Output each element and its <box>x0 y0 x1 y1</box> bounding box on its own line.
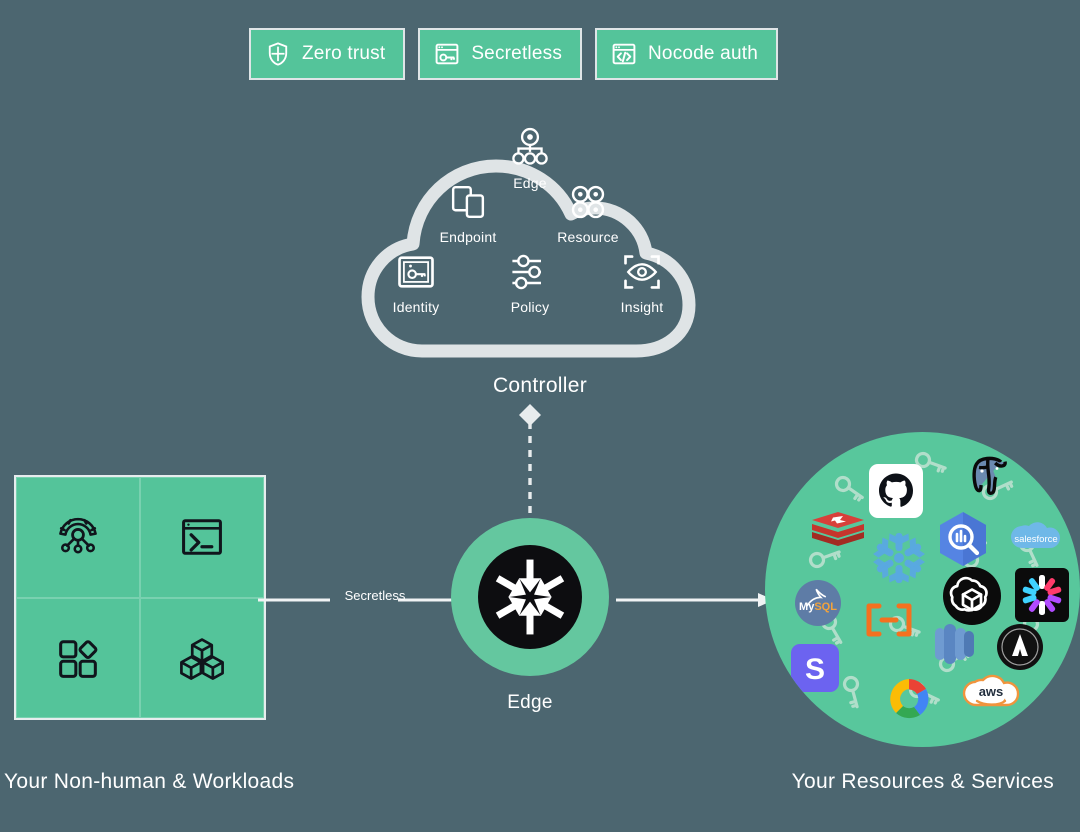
resources-caption: Your Resources & Services <box>791 770 1054 793</box>
controller-item-insight[interactable]: Insight <box>594 250 690 315</box>
hub-node-icon <box>512 127 548 165</box>
svg-text:salesforce: salesforce <box>1014 534 1057 545</box>
resource-logo-confluent[interactable] <box>863 602 915 638</box>
openai-logo <box>943 567 1001 625</box>
workloads-box <box>14 475 266 720</box>
controller-item-label: Edge <box>513 175 547 191</box>
aws-logo: aws <box>962 674 1020 707</box>
resource-logo-aws[interactable]: aws <box>957 674 1025 720</box>
workload-cell-terminal[interactable] <box>140 477 264 598</box>
sliders-icon <box>512 254 541 290</box>
terminal-icon <box>182 519 222 556</box>
badge-label: Zero trust <box>302 43 386 64</box>
cubes-icon <box>180 637 224 680</box>
anthropic-burst-logo <box>1015 568 1069 622</box>
feature-badges: Zero trust Secretless Nocode auth <box>249 28 778 80</box>
workload-cell-cubes[interactable] <box>140 597 264 718</box>
controller-item-identity[interactable]: Identity <box>368 250 464 315</box>
resource-logo-bigquery[interactable] <box>935 510 991 568</box>
resource-logo-anthropic-burst[interactable] <box>1015 568 1069 622</box>
devices-icon <box>451 185 485 219</box>
cloud-outline-icon <box>361 159 696 358</box>
workloads-caption: Your Non-human & Workloads <box>4 770 295 793</box>
four-rings-icon <box>571 185 605 219</box>
controller-item-label: Policy <box>510 299 550 315</box>
id-card-key-icon <box>398 256 434 288</box>
github-logo <box>869 464 923 518</box>
controller-item-label: Insight <box>620 299 664 315</box>
svg-text:aws: aws <box>979 684 1004 699</box>
resource-logo-salesforce[interactable]: salesforce <box>1005 518 1067 562</box>
database-cylinder-logo <box>935 624 974 664</box>
mysql-logo: MySQL <box>795 580 841 626</box>
code-window-icon <box>612 43 636 65</box>
resource-logo-github[interactable] <box>869 464 923 518</box>
airflow-logo <box>997 624 1043 670</box>
resource-logo-redis[interactable] <box>809 510 867 558</box>
badge-label: Nocode auth <box>648 43 758 64</box>
resource-logo-database-cylinder[interactable] <box>931 622 979 666</box>
controller-item-edge[interactable]: Edge <box>482 126 578 191</box>
redis-logo <box>812 512 864 546</box>
google-cloud-logo <box>890 679 929 719</box>
stripe-logo: S <box>791 644 839 692</box>
resource-logo-snowflake[interactable] <box>873 532 925 584</box>
aembit-arrows-icon <box>495 559 565 635</box>
controller-item-resource[interactable]: Resource <box>540 180 636 245</box>
bigquery-logo <box>940 512 986 566</box>
controller-item-label: Identity <box>392 299 440 315</box>
badge-zero-trust[interactable]: Zero trust <box>249 28 406 80</box>
apps-blocks-icon <box>59 639 98 678</box>
workload-cell-automation[interactable] <box>16 477 140 598</box>
resource-logo-stripe[interactable]: S <box>791 644 839 692</box>
edge-to-resources-arrow <box>616 593 774 607</box>
controller-item-endpoint[interactable]: Endpoint <box>420 180 516 245</box>
edge-node-core <box>478 545 582 649</box>
svg-text:MySQL: MySQL <box>799 601 837 613</box>
resources-circle: salesforce <box>765 432 1080 747</box>
controller-item-policy[interactable]: Policy <box>482 250 578 315</box>
controller-edge-connector <box>519 404 541 525</box>
salesforce-logo: salesforce <box>1011 522 1061 548</box>
postgresql-logo <box>972 456 1007 495</box>
resource-logo-google-cloud[interactable] <box>883 676 935 720</box>
key-window-icon <box>435 43 459 65</box>
badge-nocode-auth[interactable]: Nocode auth <box>595 28 778 80</box>
eye-scan-icon <box>624 255 660 289</box>
controller-items: Edge Endpoint Resource <box>330 108 730 363</box>
resource-logo-postgresql[interactable] <box>957 450 1013 506</box>
controller-cloud: Edge Endpoint Resource <box>330 108 730 363</box>
automation-gear-icon <box>59 518 97 554</box>
edge-node[interactable] <box>451 518 609 676</box>
confluent-logo <box>866 603 912 637</box>
resource-logo-airflow[interactable] <box>997 624 1043 670</box>
controller-item-label: Endpoint <box>439 229 497 245</box>
resource-logo-mysql[interactable]: MySQL <box>795 580 841 626</box>
controller-item-label: Resource <box>557 229 619 245</box>
workload-cell-apps[interactable] <box>16 597 140 718</box>
controller-label: Controller <box>492 374 588 397</box>
svg-text:S: S <box>805 653 825 686</box>
badge-secretless[interactable]: Secretless <box>418 28 583 80</box>
resource-logo-openai[interactable] <box>943 567 1001 625</box>
snowflake-logo <box>873 533 925 583</box>
edge-node-label: Edge <box>507 692 553 713</box>
connection-label-secretless: Secretless <box>344 588 406 603</box>
badge-label: Secretless <box>471 43 563 64</box>
shield-icon <box>268 42 288 66</box>
